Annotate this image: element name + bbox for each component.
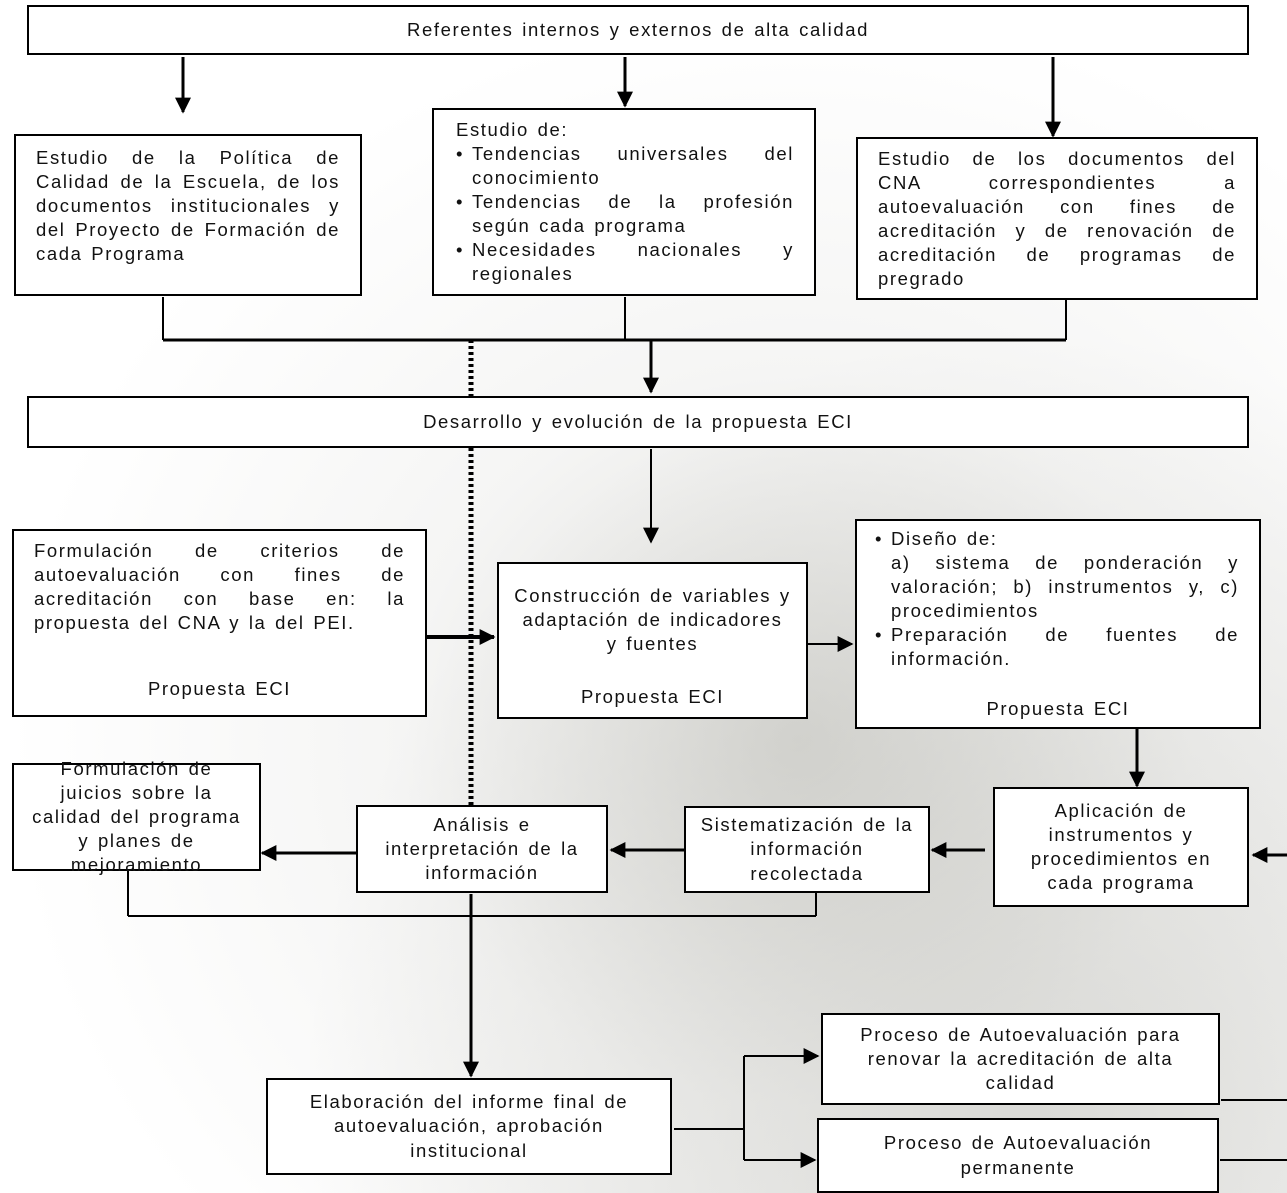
node-diseno-bullet-1: • Diseño de: <box>875 527 1239 551</box>
node-construccion-text: Construcción de variables y adaptación d… <box>514 585 791 655</box>
node-desarrollo: Desarrollo y evolución de la propuesta E… <box>27 396 1249 448</box>
node-politica: Estudio de la Política de Calidad de la … <box>14 134 362 296</box>
node-construccion-footer: Propuesta ECI <box>580 685 725 707</box>
node-aplicacion: Aplicación de instrumentos y procedimien… <box>993 787 1249 907</box>
node-estudio-item: Tendencias universales del conocimiento <box>456 142 794 190</box>
node-formulacion-criterios-footer: Propuesta ECI <box>147 677 292 699</box>
node-cna-docs: Estudio de los documentos del CNA corres… <box>856 137 1258 300</box>
node-analisis: Análisis e interpretación de la informac… <box>356 805 608 893</box>
node-informe-text: Elaboración del informe final de autoeva… <box>309 1091 629 1161</box>
node-diseno-sub: a) sistema de ponderación y valoración; … <box>891 552 1239 622</box>
node-diseno-footer: Propuesta ECI <box>986 697 1130 719</box>
node-juicios: Formulación de juicios sobre la calidad … <box>12 758 261 875</box>
node-renovar: Proceso de Autoevaluación para renovar l… <box>821 1013 1220 1105</box>
node-estudio-heading: Estudio de: <box>456 119 569 140</box>
node-analisis-text: Análisis e interpretación de la informac… <box>385 813 579 884</box>
node-politica-text: Estudio de la Política de Calidad de la … <box>36 147 340 265</box>
node-formulacion-criterios-text: Formulación de criterios de autoevaluaci… <box>34 540 405 634</box>
node-desarrollo-text: Desarrollo y evolución de la propuesta E… <box>423 410 853 432</box>
node-renovar-text: Proceso de Autoevaluación para renovar l… <box>860 1023 1181 1094</box>
bullet-icon: • <box>875 528 884 549</box>
node-aplicacion-text: Aplicación de instrumentos y procedimien… <box>1030 799 1212 894</box>
node-diseno-heading: Diseño de: <box>891 528 998 549</box>
node-referentes: Referentes internos y externos de alta c… <box>27 5 1249 55</box>
node-estudio: Estudio de: Tendencias universales del c… <box>432 108 816 296</box>
node-informe: Elaboración del informe final de autoeva… <box>266 1078 672 1175</box>
node-permanente-text: Proceso de Autoevaluación permanente <box>883 1132 1153 1178</box>
node-diseno-bullet-2: • Preparación de fuentes de información. <box>875 623 1239 671</box>
node-estudio-item: Necesidades nacionales y regionales <box>456 238 794 286</box>
node-sistematizacion-text: Sistematización de la información recole… <box>700 814 914 884</box>
node-cna-docs-text: Estudio de los documentos del CNA corres… <box>878 148 1236 290</box>
node-referentes-text: Referentes internos y externos de alta c… <box>407 18 869 40</box>
node-diseno-item2: Preparación de fuentes de información. <box>891 624 1239 670</box>
bullet-icon: • <box>875 624 884 646</box>
node-estudio-list: Tendencias universales del conocimiento … <box>456 142 794 286</box>
node-sistematizacion: Sistematización de la información recole… <box>684 806 930 893</box>
node-diseno: • Diseño de: a) sistema de ponderación y… <box>855 519 1261 729</box>
node-estudio-item: Tendencias de la profesión según cada pr… <box>456 190 794 238</box>
node-construccion: Construcción de variables y adaptación d… <box>497 562 808 719</box>
node-permanente: Proceso de Autoevaluación permanente <box>817 1118 1219 1193</box>
node-formulacion-criterios: Formulación de criterios de autoevaluaci… <box>12 529 427 717</box>
node-juicios-text: Formulación de juicios sobre la calidad … <box>32 757 241 876</box>
